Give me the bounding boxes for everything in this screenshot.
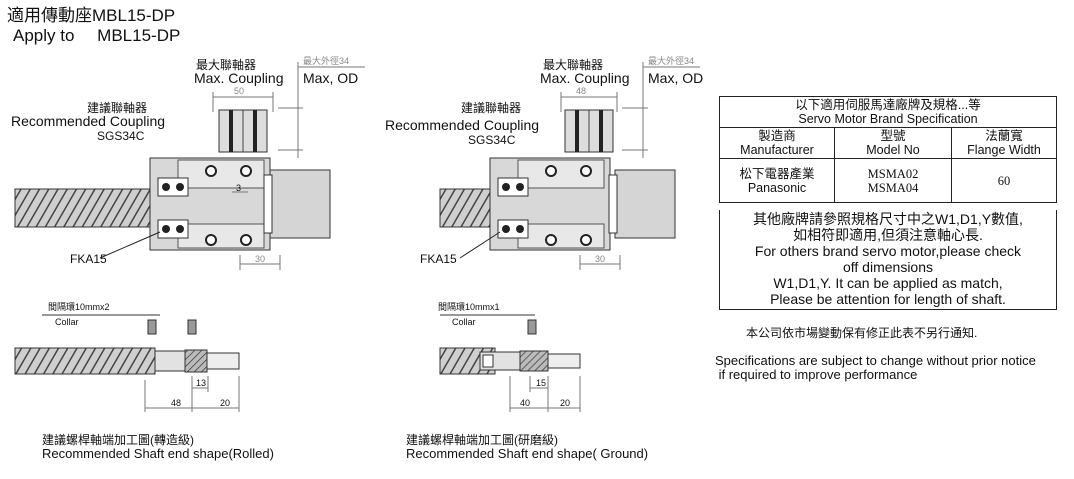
rolled-motor	[269, 169, 331, 239]
note-line-4: off dimensions	[842, 259, 933, 275]
ground-bearing-label: FKA15	[420, 252, 457, 266]
compat-note: 其他廠牌請參照規格尺寸中之W1,D1,Y數值, 如相符即適用,但須注意軸心長. …	[719, 210, 1057, 310]
rolled-assembly	[14, 62, 365, 270]
servo-spec-table: 以下適用伺服馬達廠牌及規格...等 Servo Motor Brand Spec…	[719, 96, 1057, 203]
ground-shaft-shape	[439, 314, 581, 412]
notice-en-1: Specifications are subject to change wit…	[715, 353, 1036, 368]
note-line-1: 其他廠牌請參照規格尺寸中之W1,D1,Y數值,	[753, 211, 1023, 227]
rolled-coupling-model: SGS34C	[97, 129, 145, 143]
model-1: MSMA02	[867, 166, 919, 181]
rolled-bearing-label: FKA15	[70, 252, 107, 266]
notice-zh: 本公司依市場變動保有修正此表不另行通知.	[746, 326, 978, 340]
ground-motor	[614, 169, 676, 239]
col-model: 型號 Model No	[834, 127, 952, 159]
note-line-5: W1,D1,Y. It can be applied as match,	[773, 275, 1003, 291]
table-row: 松下電器產業 Panasonic MSMA02 MSMA04 60	[719, 158, 1057, 203]
rolled-max-od-zh: 最大外徑34	[303, 56, 350, 66]
ground-rec-coupling-en: Recommended Coupling	[385, 117, 540, 133]
col-flange-zh: 法蘭寬	[985, 129, 1023, 143]
cell-flange: 60	[951, 158, 1057, 203]
col-flange: 法蘭寬 Flange Width	[951, 127, 1057, 159]
page-subtitle: Apply to MBL15-DP	[13, 26, 180, 45]
rolled-collar-en: Collar	[55, 317, 79, 327]
rolled-caption-zh: 建議螺桿軸端加工圖(轉造級)	[42, 433, 194, 447]
table-title-en: Servo Motor Brand Specification	[798, 112, 978, 126]
rolled-dim-a: 48	[171, 398, 182, 408]
ground-collar-en: Collar	[452, 317, 476, 327]
rolled-dim-coupling: 50	[234, 86, 245, 96]
col-flange-en: Flange Width	[967, 143, 1041, 157]
col-manufacturer-zh: 製造商	[758, 129, 796, 143]
cell-model: MSMA02 MSMA04	[834, 158, 952, 203]
model-2: MSMA04	[867, 180, 919, 195]
ground-dim-a: 40	[520, 398, 531, 408]
ground-max-od-zh: 最大外徑34	[648, 56, 695, 66]
rolled-caption-en: Recommended Shaft end shape(Rolled)	[42, 446, 274, 461]
col-manufacturer: 製造商 Manufacturer	[719, 127, 835, 159]
ground-coupling-model: SGS34C	[468, 133, 516, 147]
note-line-6: Please be attention for length of shaft.	[770, 291, 1006, 307]
subtitle-model: MBL15-DP	[97, 26, 181, 45]
ground-dim-coupling: 48	[576, 86, 587, 96]
rolled-max-coupling-en: Max. Coupling	[194, 70, 284, 86]
page-title: 適用傳動座MBL15-DP	[7, 6, 176, 25]
rolled-collar-zh: 間隔環10mmx2	[48, 302, 110, 312]
note-line-2: 如相符即適用,但須注意軸心長.	[793, 227, 983, 243]
table-columns-row: 製造商 Manufacturer 型號 Model No 法蘭寬 Flange …	[719, 127, 1057, 159]
ground-collar-zh: 間隔環10mmx1	[438, 302, 500, 312]
ground-caption-zh: 建議螺桿軸端加工圖(研磨級)	[406, 433, 558, 447]
ground-dim-small: 15	[536, 378, 547, 388]
rolled-dim-flange: 30	[255, 254, 266, 264]
rolled-max-od-en: Max, OD	[303, 70, 359, 86]
rolled-shaft-shape	[14, 314, 240, 412]
col-model-en: Model No	[866, 143, 920, 157]
maker-en: Panasonic	[747, 180, 807, 195]
ground-rec-coupling-zh: 建議聯軸器	[461, 101, 522, 115]
table-title-cell: 以下適用伺服馬達廠牌及規格...等 Servo Motor Brand Spec…	[719, 96, 1057, 128]
cell-manufacturer: 松下電器產業 Panasonic	[719, 158, 835, 203]
rolled-dim-gap: 3	[236, 183, 242, 193]
ground-assembly	[439, 62, 700, 270]
subtitle-prefix: Apply to	[13, 26, 75, 45]
rolled-rec-coupling-en: Recommended Coupling	[11, 113, 166, 129]
table-header-row: 以下適用伺服馬達廠牌及規格...等 Servo Motor Brand Spec…	[719, 96, 1057, 128]
rolled-dim-small: 13	[196, 378, 207, 388]
ground-max-coupling-zh: 最大聯軸器	[543, 58, 604, 72]
table-title-zh: 以下適用伺服馬達廠牌及規格...等	[795, 98, 981, 112]
ground-dim-flange: 30	[595, 254, 606, 264]
ground-dim-b: 20	[560, 398, 571, 408]
rolled-dim-b: 20	[220, 398, 231, 408]
rolled-rec-coupling-zh: 建議聯軸器	[87, 101, 148, 115]
rolled-max-coupling-zh: 最大聯軸器	[196, 58, 257, 72]
note-line-3: For others brand servo motor,please chec…	[754, 243, 1022, 259]
col-model-zh: 型號	[880, 129, 906, 143]
ground-caption-en: Recommended Shaft end shape( Ground)	[406, 446, 649, 461]
maker-zh: 松下電器產業	[739, 166, 815, 181]
notice-en-2: if required to improve performance	[715, 367, 918, 382]
col-manufacturer-en: Manufacturer	[740, 143, 814, 157]
ground-max-od-en: Max, OD	[648, 70, 704, 86]
rolled-screw	[14, 188, 156, 228]
ground-max-coupling-en: Max. Coupling	[540, 70, 630, 86]
